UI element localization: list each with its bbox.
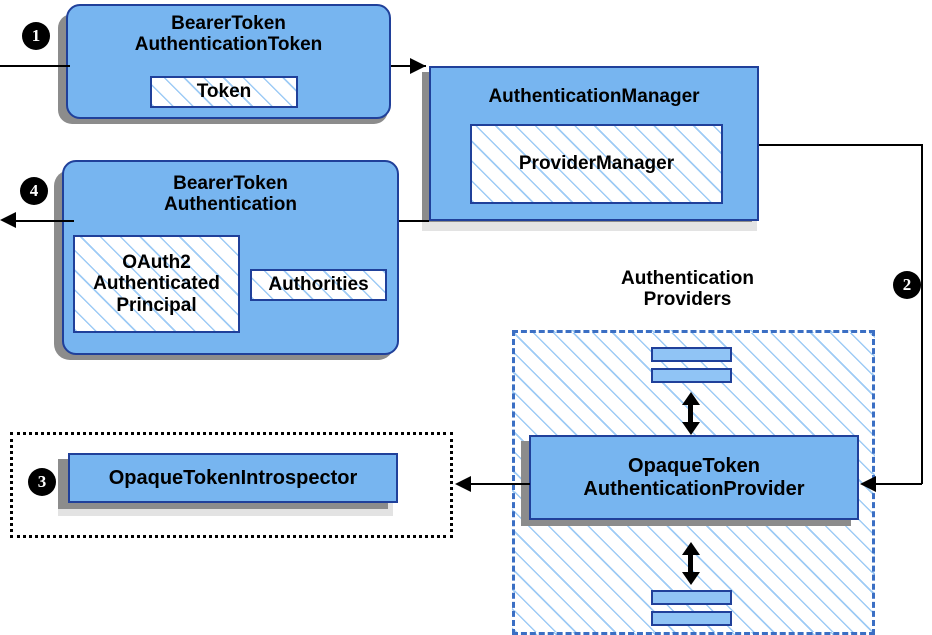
bearer-token-authentication-token-title: BearerToken AuthenticationToken <box>134 13 323 56</box>
arrowhead-top-down-icon <box>682 422 700 435</box>
step-badge-2: 2 <box>894 272 920 298</box>
connector-step4-outbound <box>14 220 74 222</box>
inner-authorities[interactable]: Authorities <box>250 269 387 301</box>
arrowhead-token-to-manager <box>410 58 426 74</box>
opaque-token-introspector-title: OpaqueTokenIntrospector <box>108 466 358 489</box>
inner-token[interactable]: Token <box>150 76 298 108</box>
bearer-token-authentication-title: BearerToken Authentication <box>164 173 297 216</box>
provider-bar-bottom-2 <box>651 611 732 626</box>
node-bearer-token-authentication-token[interactable]: BearerToken AuthenticationToken <box>66 4 391 119</box>
arrowhead-top-up-icon <box>682 392 700 405</box>
connector-step1-inbound <box>0 65 70 67</box>
connector-step2-top <box>759 144 922 146</box>
arrowhead-step4-outbound <box>0 212 16 228</box>
step-badge-3: 3 <box>29 469 55 495</box>
connector-token-to-manager <box>391 65 426 67</box>
arrowhead-into-introspector <box>455 476 471 492</box>
provider-bar-top-2 <box>651 368 732 383</box>
opaque-token-authentication-provider-title: OpaqueToken AuthenticationProvider <box>583 455 805 500</box>
authentication-providers-label: Authentication Providers <box>621 268 754 311</box>
inner-oauth2-authenticated-principal[interactable]: OAuth2 Authenticated Principal <box>73 235 240 333</box>
step-badge-4: 4 <box>21 178 47 204</box>
provider-bar-bottom-1 <box>651 590 732 605</box>
step-badge-1: 1 <box>23 23 49 49</box>
double-arrow-stem-bottom <box>688 551 693 574</box>
arrowhead-step2-into-provider <box>860 476 876 492</box>
opaque-token-introspector-container <box>10 432 453 538</box>
node-opaque-token-authentication-provider[interactable]: OpaqueToken AuthenticationProvider <box>529 435 859 520</box>
double-arrow-stem-top <box>688 401 693 424</box>
inner-provider-manager[interactable]: ProviderManager <box>470 124 723 204</box>
arrowhead-bottom-down-icon <box>682 572 700 585</box>
connector-manager-to-authentication <box>399 220 429 222</box>
authentication-manager-title: AuthenticationManager <box>488 86 700 107</box>
node-opaque-token-introspector[interactable]: OpaqueTokenIntrospector <box>68 453 398 503</box>
connector-step2-right <box>921 144 923 484</box>
connector-provider-to-introspector <box>470 483 530 485</box>
provider-bar-top-1 <box>651 347 732 362</box>
arrowhead-bottom-up-icon <box>682 542 700 555</box>
connector-step2-bottom <box>875 483 922 485</box>
